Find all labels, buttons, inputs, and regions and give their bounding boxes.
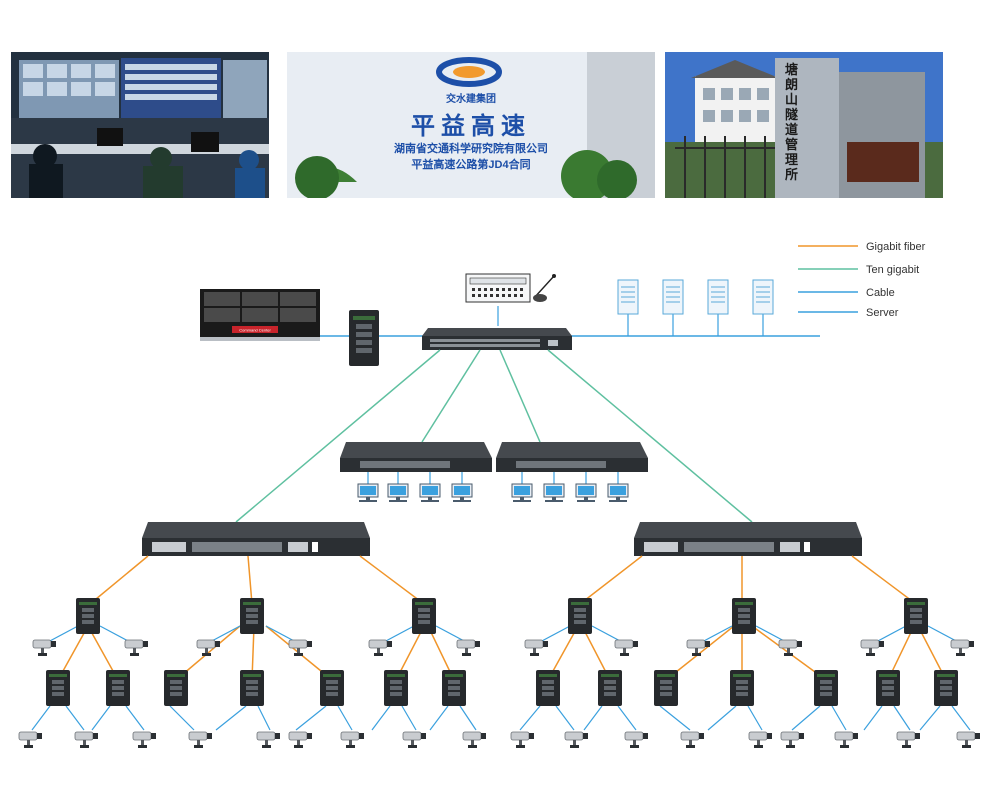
industrial-switch-icon xyxy=(904,598,928,634)
server-icon xyxy=(617,279,639,315)
camera-icon xyxy=(778,639,803,657)
signboard-headline: 平益高速 xyxy=(411,113,531,140)
legend-server-label: Server xyxy=(866,307,899,319)
camera-icon xyxy=(288,639,313,657)
workstation-icon xyxy=(451,483,473,503)
camera-icon xyxy=(860,639,885,657)
building-illustration xyxy=(665,52,943,198)
server-icon xyxy=(707,279,729,315)
industrial-switch-icon xyxy=(598,670,622,706)
legend-gigabit-fiber-label: Gigabit fiber xyxy=(866,241,926,253)
camera-icon xyxy=(564,731,589,749)
gigabit-fiber-links xyxy=(57,555,947,681)
industrial-switch-icon xyxy=(732,598,756,634)
camera-icon xyxy=(456,639,481,657)
control-room-illustration xyxy=(11,52,269,198)
server-rack-group xyxy=(617,279,774,315)
legend-ten-gigabit-label: Ten gigabit xyxy=(866,264,919,276)
control-room-photo xyxy=(11,52,269,198)
video-wall-label: Command Center xyxy=(239,328,271,333)
industrial-switch-icon xyxy=(46,670,70,706)
signboard-photo: 交水建集团 平益高速 湖南省交通科学研究院有限公司 平益高速公路第JD4合同 xyxy=(287,52,655,198)
camera-icon xyxy=(614,639,639,657)
camera-icon xyxy=(950,639,975,657)
workstation-icon xyxy=(419,483,441,503)
industrial-switch-icon xyxy=(320,670,344,706)
camera-icon xyxy=(368,639,393,657)
camera-icon xyxy=(524,639,549,657)
camera-icon xyxy=(74,731,99,749)
camera-icon xyxy=(340,731,365,749)
industrial-switch-icon xyxy=(876,670,900,706)
industrial-switch-icon xyxy=(442,670,466,706)
workstation-icon xyxy=(511,483,533,503)
signboard-line1: 湖南省交通科学研究院有限公司 xyxy=(394,143,548,155)
building-sign: 塘朗山隧道管理所 xyxy=(785,62,799,182)
video-wall: Command Center xyxy=(200,289,320,341)
industrial-switch-icon xyxy=(164,670,188,706)
camera-icon xyxy=(748,731,773,749)
camera-icon xyxy=(32,639,57,657)
server-icon xyxy=(662,279,684,315)
distribution-switch-left xyxy=(340,442,492,472)
camera-icon xyxy=(896,731,921,749)
workstation-icon xyxy=(607,483,629,503)
workstation-icon xyxy=(575,483,597,503)
industrial-switch-icon xyxy=(240,598,264,634)
industrial-switch-icon xyxy=(384,670,408,706)
industrial-switch-icon xyxy=(240,670,264,706)
industrial-switch-icon xyxy=(536,670,560,706)
camera-icon xyxy=(780,731,805,749)
signboard-background xyxy=(287,52,655,198)
core-switch xyxy=(422,328,572,350)
aggregation-switch-right xyxy=(634,522,862,556)
camera-icon xyxy=(196,639,221,657)
dispatch-console xyxy=(465,273,556,303)
industrial-switch-icon xyxy=(814,670,838,706)
industrial-switch-icon xyxy=(730,670,754,706)
legend-cable-label: Cable xyxy=(866,287,895,299)
camera-icon xyxy=(188,731,213,749)
industrial-switch-icon xyxy=(654,670,678,706)
industrial-switch-icon xyxy=(568,598,592,634)
camera-icon xyxy=(132,731,157,749)
signboard-company: 交水建集团 xyxy=(446,94,496,105)
workstation-icon xyxy=(387,483,409,503)
camera-icon xyxy=(288,731,313,749)
camera-icon xyxy=(624,731,649,749)
industrial-switch-icon xyxy=(934,670,958,706)
legend: Gigabit fiber Ten gigabit Cable Server xyxy=(798,241,926,319)
industrial-switch-icon xyxy=(106,670,130,706)
camera-group-mid xyxy=(32,639,975,657)
industrial-switch-icon xyxy=(412,598,436,634)
camera-icon xyxy=(462,731,487,749)
workstation-icon xyxy=(357,483,379,503)
camera-icon xyxy=(834,731,859,749)
ten-gigabit-links xyxy=(235,349,753,523)
access-switch-group-mid xyxy=(76,598,928,634)
camera-icon xyxy=(256,731,281,749)
server-drop-cables xyxy=(497,306,764,336)
signboard-line2: 平益高速公路第JD4合同 xyxy=(411,159,531,171)
distribution-switch-right xyxy=(496,442,648,472)
workstation-group xyxy=(357,483,629,503)
access-switch-group-bottom xyxy=(46,670,958,706)
industrial-switch-core xyxy=(349,310,379,366)
industrial-switch-icon xyxy=(76,598,100,634)
building-photo: 塘朗山隧道管理所 xyxy=(665,52,943,198)
server-icon xyxy=(752,279,774,315)
camera-icon xyxy=(510,731,535,749)
aggregation-switch-left xyxy=(142,522,370,556)
camera-icon xyxy=(18,731,43,749)
camera-cables xyxy=(31,625,971,731)
camera-icon xyxy=(956,731,981,749)
camera-group-bottom xyxy=(18,731,981,749)
workstation-icon xyxy=(543,483,565,503)
pc-cables xyxy=(367,472,619,484)
camera-icon xyxy=(124,639,149,657)
camera-icon xyxy=(680,731,705,749)
camera-icon xyxy=(402,731,427,749)
